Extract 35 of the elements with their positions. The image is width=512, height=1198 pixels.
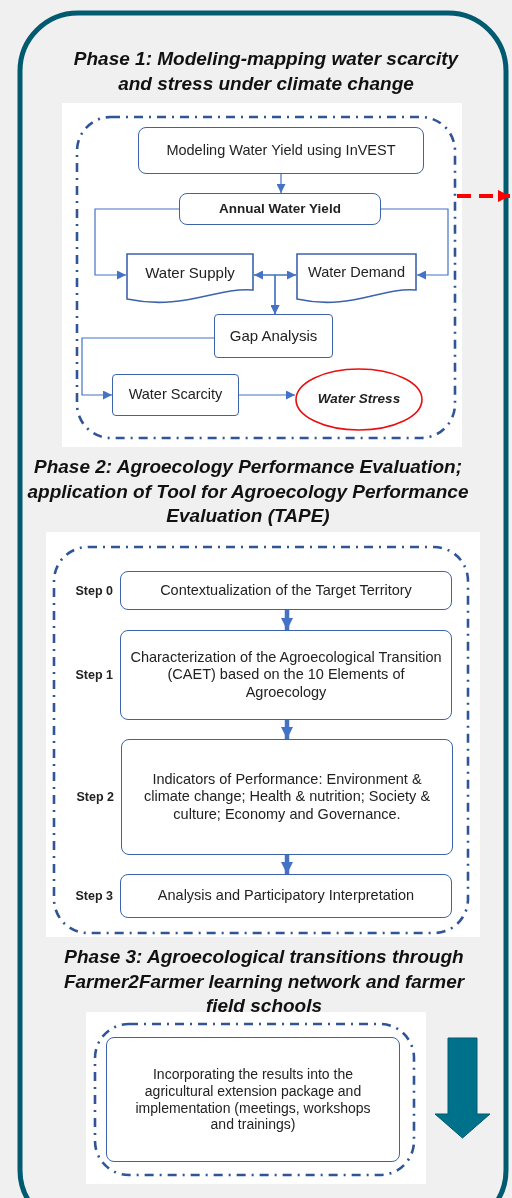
step-label: Step 1 <box>75 668 113 682</box>
node-text: Water Scarcity <box>127 386 224 404</box>
node-text: Annual Water Yield <box>218 200 342 218</box>
phase-heading: Phase 2: Agroecology Performance Evaluation; application of Tool for Agroecology Performance Evaluation (TAPE) <box>26 454 470 529</box>
node-text: Contextualization of the Target Territory <box>159 581 413 600</box>
process-box <box>106 1037 400 1162</box>
node-text: Water Demand <box>307 264 406 282</box>
node-text: Gap Analysis <box>228 327 319 345</box>
arrow <box>380 208 449 280</box>
arrow <box>238 390 296 400</box>
phase-heading: Phase 1: Modeling-mapping water scarcity and stress under climate change <box>72 47 460 96</box>
arrow <box>94 208 180 280</box>
node-text: Modeling Water Yield using InVEST <box>165 141 397 160</box>
process-box <box>214 314 333 358</box>
process-box <box>179 193 381 225</box>
step-label: Step 0 <box>75 583 113 598</box>
node-text: Characterization of the Agroecological Transition (CAET) based on the 10 Elements of Agroecology <box>129 648 443 702</box>
phase-heading: Phase 3: Agroecological transitions through Farmer2Farmer learning network and farmer field schools <box>62 944 466 1019</box>
node-text: Indicators of Performance: Environment & climate change; Health & nutrition; Society & culture; Economy and Governance. <box>142 770 432 824</box>
arrow <box>270 274 297 315</box>
arrow <box>281 610 293 630</box>
node-text: Analysis and Participatory Interpretation <box>156 887 416 905</box>
arrow <box>457 190 510 202</box>
arrow <box>281 855 293 874</box>
arrow <box>81 337 215 400</box>
arrow <box>276 173 286 194</box>
process-box <box>112 374 239 416</box>
ellipse-shape <box>295 368 423 431</box>
step-label: Step 2 <box>76 790 114 804</box>
step-label: Step 3 <box>75 889 113 903</box>
node-text: Water Supply <box>144 264 236 282</box>
process-box <box>138 127 424 174</box>
arrow <box>281 720 293 739</box>
node-text: Water Stress <box>316 391 402 408</box>
node-text: Incorporating the results into the agricultural extension package and implementation (meetings, workshops and trainings) <box>134 1065 372 1134</box>
